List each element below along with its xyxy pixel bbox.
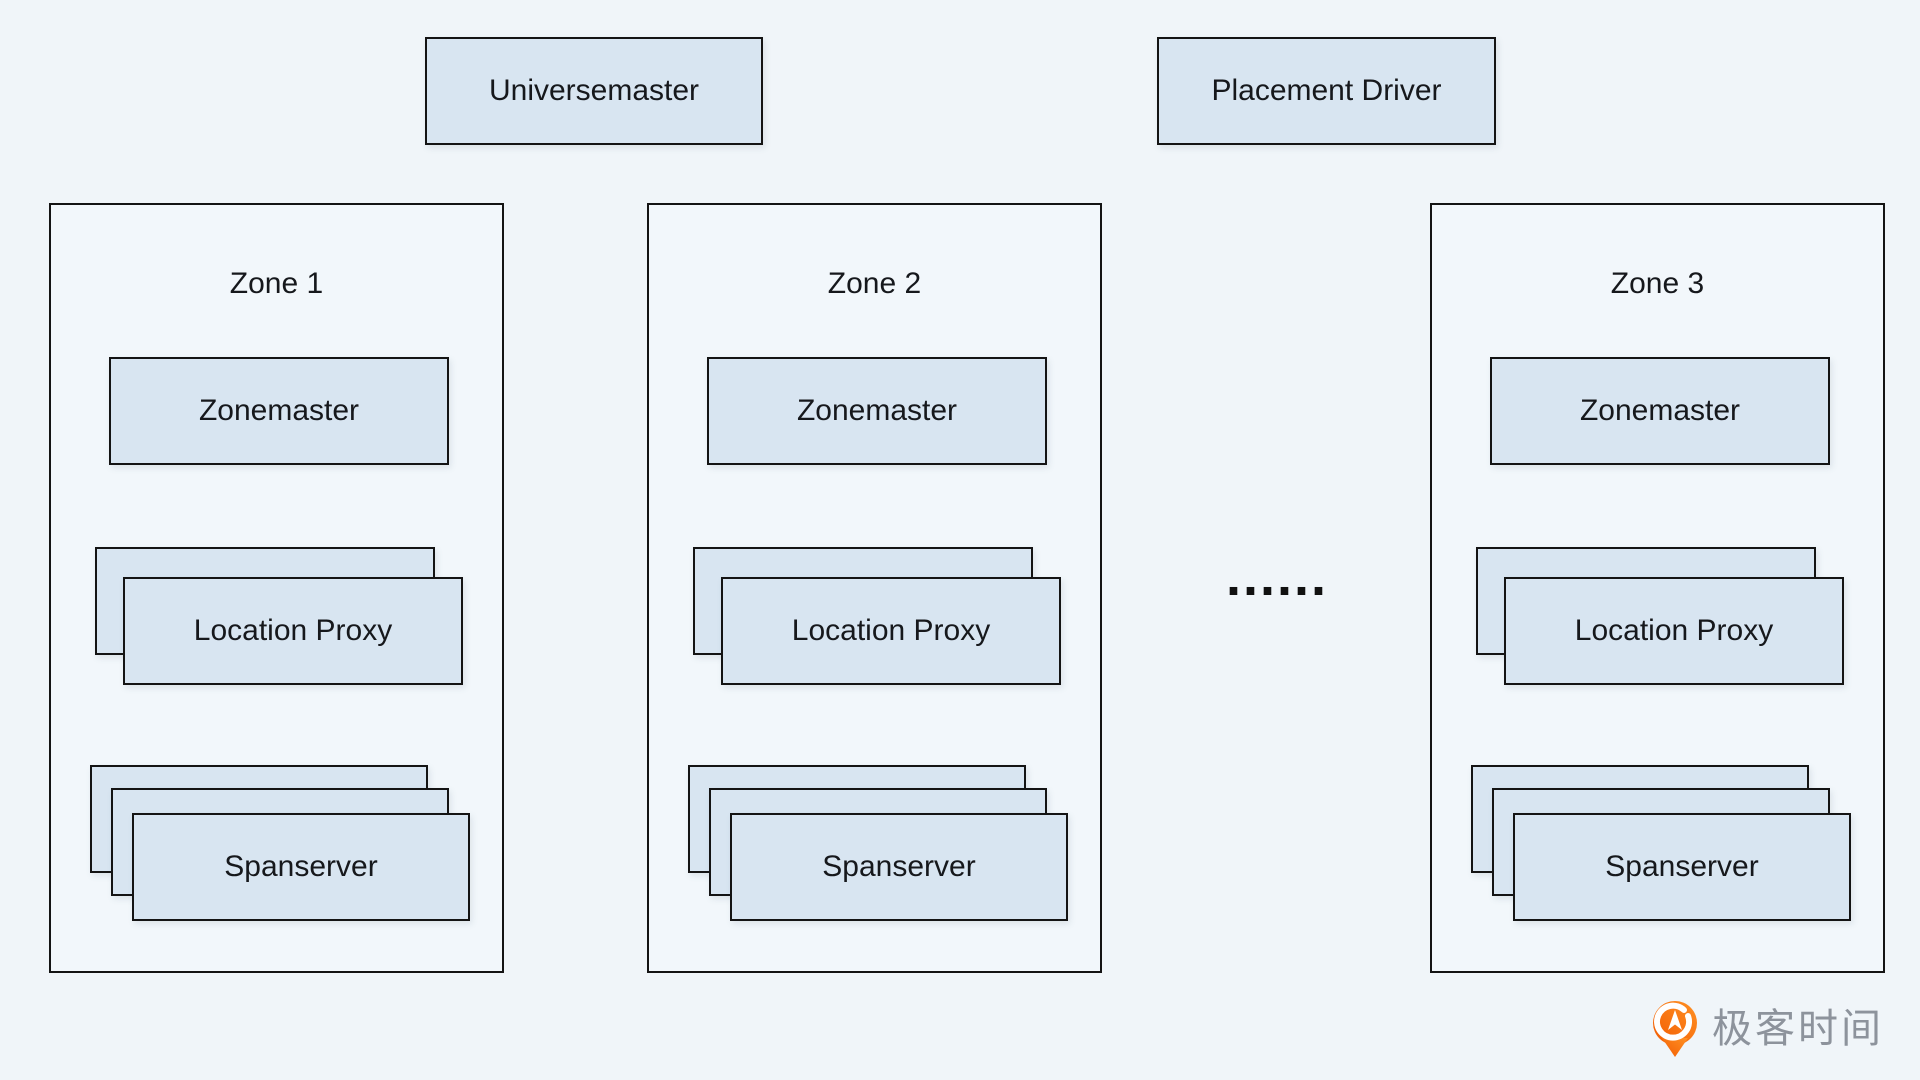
zone-3-title: Zone 3 [1610,267,1705,300]
zone-1-spanserver-label: Spanserver [224,850,378,883]
more-zones-ellipsis: ...... [1226,547,1329,607]
zone-2-container: Zone 2 Zonemaster Location Proxy Spanser… [647,203,1102,973]
placement-driver-label: Placement Driver [1211,74,1442,107]
zone-1-zonemaster-label: Zonemaster [198,394,360,427]
zone-2-spanserver-label: Spanserver [822,850,976,883]
zone-3-zonemaster-box: Zonemaster [1490,357,1830,465]
geektime-logo: 极客时间 [1652,1000,1884,1058]
zone-1-location-proxy-label: Location Proxy [193,614,393,647]
universemaster-label: Universemaster [488,74,700,107]
placement-driver-box: Placement Driver [1157,37,1496,145]
zone-2-spanserver-box: Spanserver [730,813,1068,921]
zone-3-spanserver-box: Spanserver [1513,813,1851,921]
zone-2-location-proxy-box: Location Proxy [721,577,1061,685]
zone-1-location-proxy-box: Location Proxy [123,577,463,685]
zone-1-title: Zone 1 [229,267,324,300]
zone-1-spanserver-box: Spanserver [132,813,470,921]
geektime-logo-icon [1653,1001,1697,1057]
zone-1-zonemaster-box: Zonemaster [109,357,449,465]
universemaster-box: Universemaster [425,37,763,145]
zone-3-spanserver-label: Spanserver [1605,850,1759,883]
zone-1-container: Zone 1 Zonemaster Location Proxy Spanser… [49,203,504,973]
zone-2-location-proxy-label: Location Proxy [791,614,991,647]
zone-3-container: Zone 3 Zonemaster Location Proxy Spanser… [1430,203,1885,973]
geektime-logo-text: 极客时间 [1712,1007,1884,1051]
zone-3-location-proxy-box: Location Proxy [1504,577,1844,685]
zone-3-zonemaster-label: Zonemaster [1579,394,1741,427]
zone-3-location-proxy-label: Location Proxy [1574,614,1774,647]
zone-2-zonemaster-label: Zonemaster [796,394,958,427]
zone-2-zonemaster-box: Zonemaster [707,357,1047,465]
zone-2-title: Zone 2 [827,267,922,300]
